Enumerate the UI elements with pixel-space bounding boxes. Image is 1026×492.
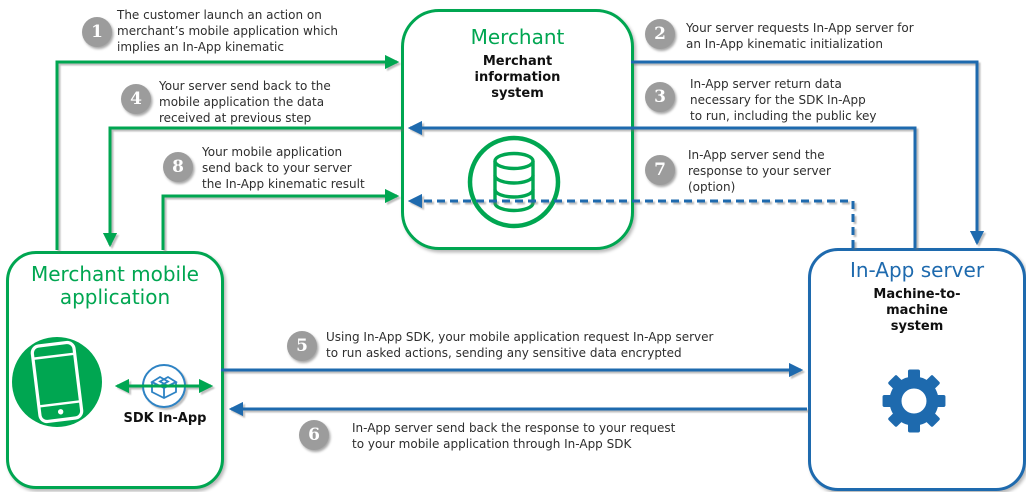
step-8-text: Your mobile application send back to you… [202, 144, 365, 193]
step-7-line-1: In-App server send the [688, 148, 825, 162]
merchant-title: Merchant [470, 25, 565, 49]
step-6-line-1: In-App server send back the response to … [352, 421, 676, 435]
step-3-badge: 3 [645, 82, 675, 112]
step-7-line-3: (option) [688, 180, 736, 195]
gear-icon [882, 369, 946, 433]
step-8-line-3: the In-App kinematic result [202, 177, 365, 192]
step-7-text: In-App server send the response to your … [688, 147, 831, 196]
step-6-line-2: to your mobile application through In-Ap… [352, 437, 632, 452]
step-7-line-2: response to your server [688, 164, 831, 179]
step-8-line-1: Your mobile application [202, 145, 343, 159]
step-3-line-1: In-App server return data [690, 77, 842, 91]
step-4-text: Your server send back to the mobile appl… [159, 78, 331, 127]
smartphone-icon [12, 337, 102, 427]
step-6-badge: 6 [299, 420, 329, 450]
step-7-badge: 7 [645, 155, 675, 185]
inapp-server-title: In-App server [849, 258, 985, 282]
step-1-badge: 1 [82, 17, 112, 47]
arrow-step-8 [161, 188, 400, 250]
step-4-line-2: mobile application the data [159, 95, 325, 110]
step-8-badge: 8 [163, 152, 193, 182]
step-1-line-1: The customer launch an action on [117, 8, 322, 22]
step-5-line-2: to run asked actions, sending any sensit… [326, 346, 682, 361]
node-in-app-server: In-App server Machine-to-machine system [808, 248, 1026, 491]
step-4-line-1: Your server send back to the [159, 79, 331, 93]
node-merchant-mobile-application: Merchant mobile application SDK In-App [6, 251, 224, 489]
sdk-in-app-label: SDK In-App [123, 411, 207, 426]
step-1-line-2: merchant’s mobile application which [117, 24, 338, 39]
step-1-text: The customer launch an action on merchan… [117, 7, 338, 56]
step-4-line-3: received at previous step [159, 111, 312, 126]
step-3-line-3: to run, including the public key [690, 109, 877, 124]
step-5-badge: 5 [287, 331, 317, 361]
step-8-line-2: send back to your server [202, 161, 352, 176]
step-3-line-2: necessary for the SDK In-App [690, 93, 866, 108]
step-2-badge: 2 [645, 19, 675, 49]
step-1-line-3: implies an In-App kinematic [117, 40, 284, 55]
step-5-text: Using In-App SDK, your mobile applicatio… [326, 329, 713, 361]
step-2-text: Your server requests In-App server for a… [686, 20, 914, 52]
database-icon [467, 135, 561, 229]
mobile-app-title: Merchant mobile application [31, 262, 199, 309]
step-3-text: In-App server return data necessary for … [690, 76, 877, 125]
step-2-line-1: Your server requests In-App server for [686, 21, 914, 35]
node-merchant: Merchant Merchant information system [401, 9, 634, 250]
merchant-subtitle: Merchant information system [474, 54, 561, 101]
step-2-line-2: an In-App kinematic initialization [686, 37, 883, 52]
step-4-badge: 4 [121, 84, 151, 114]
inapp-server-subtitle: Machine-to-machine system [873, 287, 961, 334]
step-6-text: In-App server send back the response to … [352, 420, 675, 452]
step-5-line-1: Using In-App SDK, your mobile applicatio… [326, 330, 714, 344]
